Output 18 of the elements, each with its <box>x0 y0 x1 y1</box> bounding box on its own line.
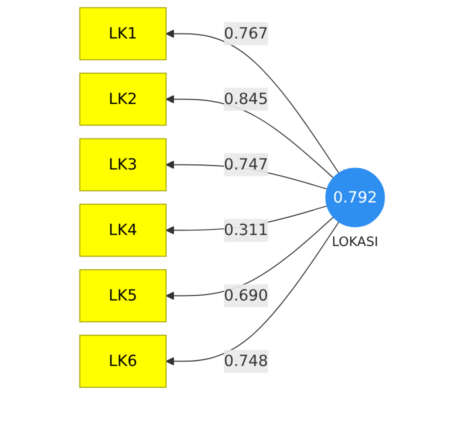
edge-label: 0.690 <box>224 286 268 304</box>
arrow <box>166 216 334 300</box>
node-box: LK2 <box>79 72 166 126</box>
construct-label: LOKASI <box>332 234 378 250</box>
arrow <box>166 221 340 366</box>
edge-label: 0.767 <box>224 24 268 42</box>
node-box: LK5 <box>79 269 166 322</box>
arrow <box>166 95 334 178</box>
node-box: LK3 <box>79 138 166 192</box>
edge-label: 0.748 <box>224 352 268 370</box>
node-circle: 0.792 <box>325 168 385 228</box>
edge-label: 0.747 <box>224 155 268 174</box>
node-box: LK4 <box>79 204 166 257</box>
arrow <box>166 29 340 174</box>
edge-label: 0.311 <box>224 220 268 239</box>
node-box: LK1 <box>79 7 166 60</box>
edge-label: 0.845 <box>224 90 268 108</box>
node-box: LK6 <box>79 334 166 388</box>
